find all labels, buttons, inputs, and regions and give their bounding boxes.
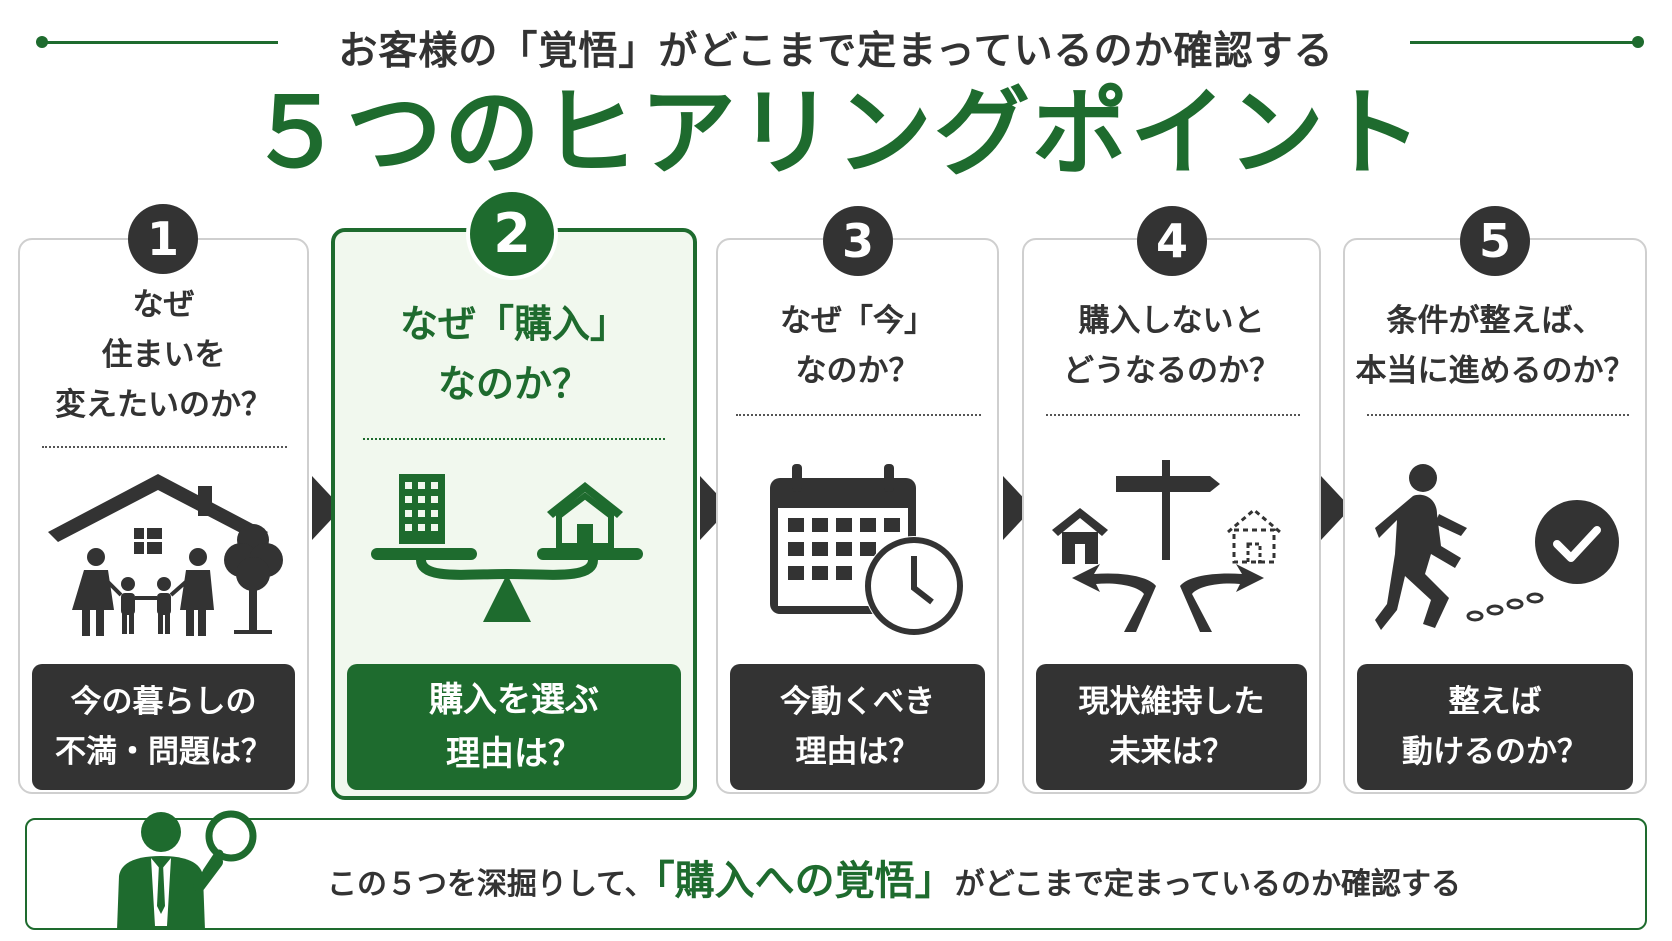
- summary-text-before: この５つを深掘りして、: [327, 867, 655, 902]
- step-5-question-line: 条件が整えば、: [1386, 303, 1604, 339]
- step-3-answer: 今動くべき 理由は？: [730, 664, 985, 790]
- step-3-question-line: なぜ「今」: [780, 303, 935, 339]
- step-1-number-badge: 1: [128, 204, 198, 274]
- step-4-question-line: どうなるのか？: [1063, 353, 1280, 389]
- step-5-question: 条件が整えば、 本当に進めるのか？: [1345, 296, 1645, 396]
- step-4-question-line: 購入しないと: [1078, 303, 1265, 339]
- step-1-answer-line: 今の暮らしの: [70, 684, 257, 720]
- calendar-clock-icon: [770, 464, 964, 636]
- page-title: ５つのヒアリングポイント: [248, 77, 1424, 189]
- step-2-answer-line: 理由は？: [446, 734, 582, 774]
- step-1-question-line: 変えたいのか？: [55, 387, 272, 423]
- subtitle-row: お客様の「覚悟」がどこまで定まっているのか確認する: [0, 14, 1672, 74]
- summary-text: この５つを深掘りして、「購入への覚悟」がどこまで定まっているのか確認する: [327, 848, 1461, 906]
- step-4-answer-line: 現状維持した: [1078, 684, 1265, 720]
- step-4-number-badge: 4: [1137, 206, 1207, 276]
- step-4-answer-line: 未来は？: [1109, 734, 1234, 770]
- step-4-question: 購入しないと どうなるのか？: [1024, 296, 1319, 396]
- balance-scale-icon: [371, 474, 643, 622]
- step-1-question-line: 住まいを: [101, 337, 226, 373]
- step-3-number-badge: 3: [823, 206, 893, 276]
- subtitle-right-dot: [1632, 36, 1644, 48]
- step-5-number-badge: 5: [1460, 206, 1530, 276]
- step-2-question-line: なのか？: [437, 362, 590, 406]
- step-card-5: 条件が整えば、 本当に進めるのか？ 整えば 動けるのか？: [1343, 238, 1647, 794]
- step-5-answer-line: 整えば: [1448, 684, 1542, 720]
- step-5-divider: [1367, 414, 1629, 416]
- step-5-answer: 整えば 動けるのか？: [1357, 664, 1633, 790]
- step-2-answer: 購入を選ぶ 理由は？: [347, 664, 681, 790]
- subtitle-right-line: [1410, 41, 1638, 44]
- step-5-question-line: 本当に進めるのか？: [1355, 353, 1635, 389]
- step-3-question-line: なのか？: [795, 353, 920, 389]
- step-4-answer: 現状維持した 未来は？: [1036, 664, 1307, 790]
- subtitle-left-line: [42, 41, 278, 44]
- summary-footer: この５つを深掘りして、「購入への覚悟」がどこまで定まっているのか確認する: [25, 810, 1647, 930]
- step-3-answer-line: 理由は？: [795, 734, 920, 770]
- step-5-answer-line: 動けるのか？: [1402, 734, 1588, 770]
- house-family-icon: [48, 474, 283, 636]
- consultant-magnifier-icon: [117, 810, 257, 930]
- summary-text-after: がどこまで定まっているのか確認する: [954, 867, 1462, 902]
- step-card-1: なぜ 住まいを 変えたいのか？ 今の暮らしの 不満・問題は？: [18, 238, 309, 794]
- subtitle: お客様の「覚悟」がどこまで定まっているのか確認する: [338, 29, 1334, 74]
- step-1-answer-line: 不満・問題は？: [55, 734, 272, 770]
- step-2-question: なぜ「購入」 なのか？: [335, 294, 693, 414]
- step-1-answer: 今の暮らしの 不満・問題は？: [32, 664, 295, 790]
- step-2-divider: [363, 438, 665, 440]
- step-3-question: なぜ「今」 なのか？: [718, 296, 997, 396]
- summary-highlight: 「購入への覚悟」: [654, 858, 955, 904]
- step-4-divider: [1046, 414, 1300, 416]
- step-card-3: なぜ「今」 なのか？ 今動くべき 理由は？: [716, 238, 999, 794]
- crossroads-signpost-icon: [1052, 460, 1281, 632]
- walking-person-check-icon: [1375, 464, 1619, 630]
- step-2-number-badge: 2: [466, 188, 558, 280]
- step-1-question: なぜ 住まいを 変えたいのか？: [20, 280, 307, 430]
- step-card-2: なぜ「購入」 なのか？ 購入を選ぶ 理由は？: [331, 228, 697, 800]
- step-1-question-line: なぜ: [132, 287, 195, 323]
- step-2-question-line: なぜ「購入」: [399, 302, 628, 346]
- step-card-4: 購入しないと どうなるのか？ 現状維持した 未来は？: [1022, 238, 1321, 794]
- step-2-answer-line: 購入を選ぶ: [429, 680, 599, 720]
- step-3-answer-line: 今動くべき: [780, 684, 935, 720]
- step-3-divider: [736, 414, 981, 416]
- step-1-divider: [42, 446, 287, 448]
